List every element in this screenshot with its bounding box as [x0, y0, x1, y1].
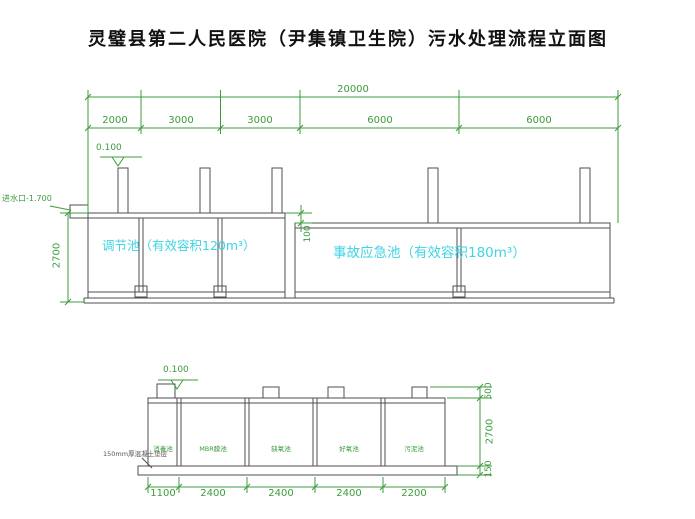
foundation-slab [137, 465, 458, 476]
dimension-lines [49, 90, 622, 493]
dim-cell-2: 2400 [200, 488, 226, 499]
roof-opening [327, 386, 345, 399]
column [199, 167, 211, 214]
dim-cell-5: 2200 [401, 488, 427, 499]
roof-opening [156, 383, 176, 399]
column [271, 167, 283, 214]
inlet-label: 进水口-1.700 [2, 194, 52, 203]
elevation-label-top: 0.100 [96, 143, 122, 153]
structure-lines [69, 167, 615, 476]
dim-cell-4: 2400 [336, 488, 362, 499]
column [427, 167, 439, 224]
cell-label-1: 消毒池 [153, 445, 173, 453]
foundation-note: 150mm厚混凝土垫层 [103, 450, 168, 458]
regulation-tank-label: 调节池（有效容积120m³） [102, 238, 256, 253]
dim-step: 100 [303, 225, 314, 243]
dim-seg-1: 2000 [102, 115, 128, 126]
regulation-tank-outline [87, 212, 286, 299]
dim-seg-4: 6000 [367, 115, 393, 126]
tank-base-slab [83, 297, 615, 304]
elevation-label-bottom: 0.100 [163, 365, 189, 375]
cell-label-5: 污泥池 [404, 445, 424, 453]
dim-right-3: 150 [484, 460, 495, 478]
roof-opening [262, 386, 280, 399]
dim-seg-5: 6000 [526, 115, 552, 126]
cell-label-4: 好氧池 [339, 445, 359, 453]
emergency-tank-label: 事故应急池（有效容积180m³） [333, 245, 526, 261]
column [579, 167, 591, 224]
dim-overall: 20000 [337, 84, 369, 95]
process-tank-outline [147, 397, 446, 467]
cell-label-2: MBR膜池 [199, 445, 227, 453]
dim-seg-3: 3000 [247, 115, 273, 126]
cell-label-3: 缺氧池 [271, 445, 291, 453]
dim-cell-3: 2400 [268, 488, 294, 499]
roof-opening [411, 386, 428, 399]
column [117, 167, 129, 214]
dim-right-1: 500 [484, 382, 495, 400]
drawing-title: 灵璧县第二人民医院（尹集镇卫生院）污水处理流程立面图 [88, 29, 608, 50]
dim-height-left: 2700 [51, 242, 63, 269]
dim-right-2: 2700 [484, 418, 496, 445]
dim-cell-1: 1100 [150, 488, 176, 499]
inlet-pipe [69, 204, 89, 219]
dim-seg-2: 3000 [168, 115, 194, 126]
